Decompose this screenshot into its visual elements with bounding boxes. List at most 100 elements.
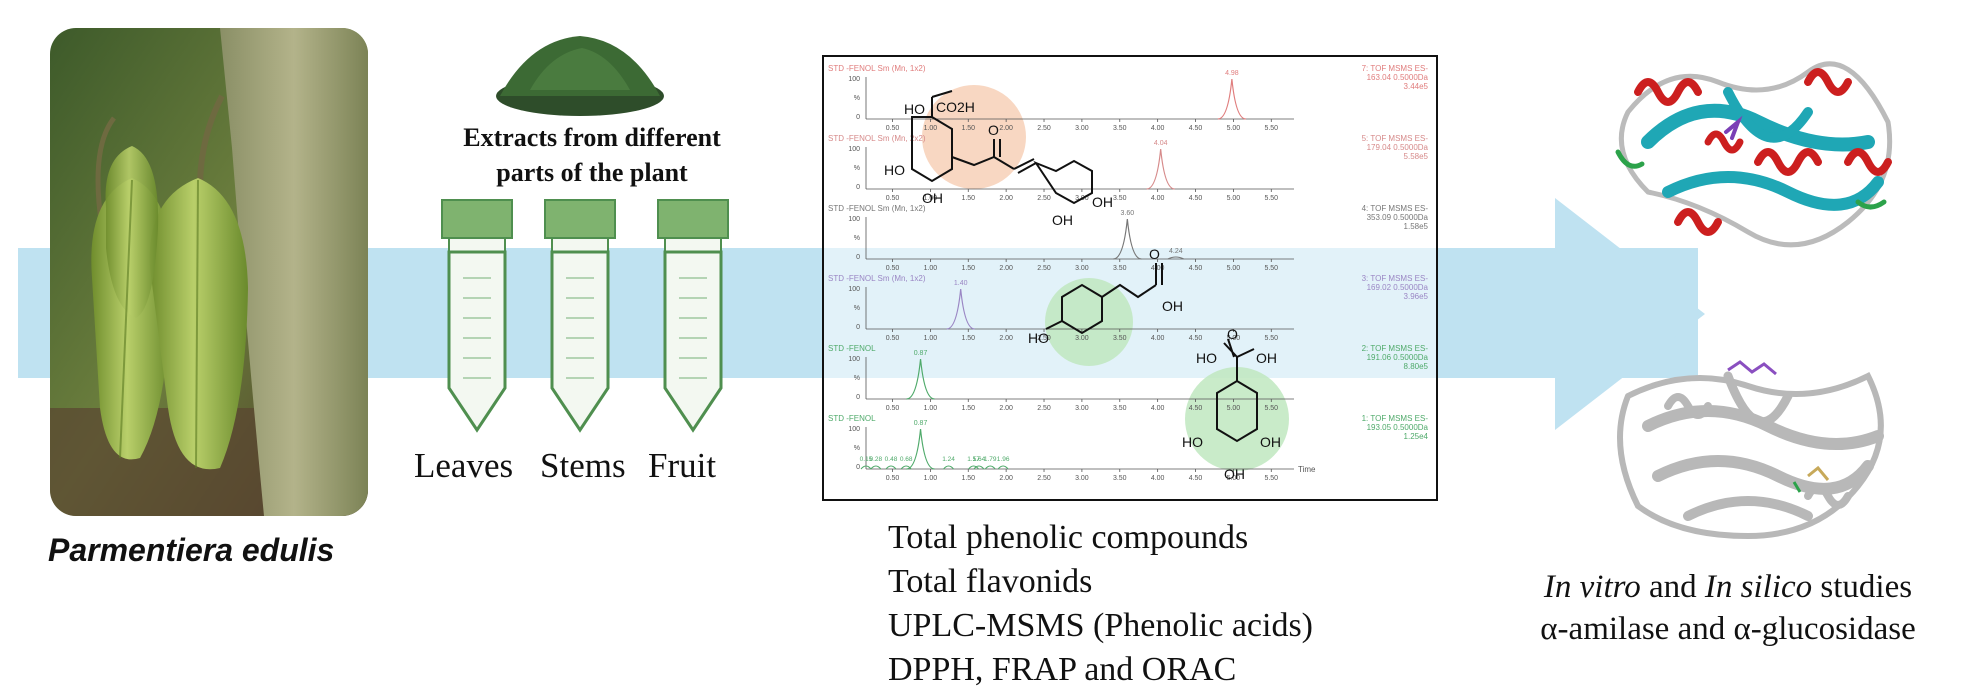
x-tick-label: 3.50 bbox=[1113, 335, 1127, 342]
mol-label-oh2: OH bbox=[1092, 194, 1113, 210]
x-tick-label: 1.50 bbox=[961, 195, 975, 202]
mol-label-oh7: OH bbox=[1224, 466, 1245, 482]
trace-peak bbox=[900, 465, 912, 470]
x-tick-label: 1.50 bbox=[961, 335, 975, 342]
trace-peak bbox=[860, 465, 872, 470]
analysis-item: Total flavonids bbox=[888, 563, 1093, 600]
x-tick-label: 3.50 bbox=[1113, 195, 1127, 202]
tube-icon bbox=[441, 199, 513, 433]
x-tick-label: 1.00 bbox=[924, 475, 938, 482]
peak-label: 4.04 bbox=[1154, 140, 1168, 147]
peak-label: 4.24 bbox=[1169, 248, 1183, 255]
x-tick-label: 2.50 bbox=[1037, 405, 1051, 412]
chromatogram-panel: STD -FENOL Sm (Mn, 1x2) 7: TOF MSMS ES-16… bbox=[822, 55, 1438, 501]
x-tick-label: 2.00 bbox=[999, 405, 1013, 412]
x-tick-label: 0.50 bbox=[886, 475, 900, 482]
x-tick-label: 4.00 bbox=[1151, 195, 1165, 202]
peak-label: 0.28 bbox=[870, 456, 883, 463]
peak-label: 0.68 bbox=[900, 456, 913, 463]
protein-structure-alpha-amylase-icon bbox=[1615, 61, 1893, 248]
in-vitro-text: In vitro bbox=[1543, 569, 1641, 605]
x-tick-label: 2.00 bbox=[999, 265, 1013, 272]
peak-label: 4.98 bbox=[1225, 70, 1239, 77]
x-axis-label: Time bbox=[1298, 465, 1316, 474]
x-tick-label: 3.50 bbox=[1113, 125, 1127, 132]
x-tick-label: 1.50 bbox=[961, 475, 975, 482]
mol-label-ho1: HO bbox=[904, 101, 925, 117]
mol-label-ho5: HO bbox=[1182, 434, 1203, 450]
x-tick-label: 5.00 bbox=[1227, 335, 1241, 342]
x-tick-label: 2.50 bbox=[1037, 125, 1051, 132]
trace-peak bbox=[1113, 218, 1142, 260]
analysis-item: Total phenolic compounds bbox=[888, 519, 1249, 556]
mol-label-co2h: CO2H bbox=[936, 99, 975, 115]
y-tick-label: % bbox=[854, 445, 860, 452]
trace-intensity: 1.58e5 bbox=[1404, 222, 1429, 231]
tube-icon bbox=[544, 199, 616, 433]
x-tick-label: 4.50 bbox=[1189, 125, 1203, 132]
y-tick-label: 0 bbox=[856, 114, 860, 121]
peak-label: 1.57 bbox=[967, 456, 980, 463]
x-tick-label: 2.50 bbox=[1037, 195, 1051, 202]
x-tick-label: 1.50 bbox=[961, 125, 975, 132]
y-tick-label: 0 bbox=[856, 184, 860, 191]
peak-label: 0.48 bbox=[885, 456, 898, 463]
trace-header: STD -FENOL Sm (Mn, 2x2) bbox=[828, 134, 926, 143]
trace-header: STD -FENOL Sm (Mn, 1x2) bbox=[828, 274, 926, 283]
extracts-title: Extracts from different parts of the pla… bbox=[432, 120, 752, 190]
mol-label-oh4: OH bbox=[1162, 298, 1183, 314]
x-tick-label: 5.00 bbox=[1227, 405, 1241, 412]
x-tick-label: 3.00 bbox=[1075, 125, 1089, 132]
trace-channel: 5: TOF MSMS ES- bbox=[1362, 134, 1429, 143]
trace-peak bbox=[946, 288, 975, 330]
trace-intensity: 5.58e5 bbox=[1404, 152, 1429, 161]
analyses-list: Total phenolic compounds Total flavonids… bbox=[888, 516, 1313, 692]
x-tick-label: 4.00 bbox=[1151, 335, 1165, 342]
x-tick-label: 5.50 bbox=[1264, 405, 1278, 412]
plant-photo bbox=[50, 28, 368, 516]
x-tick-label: 4.50 bbox=[1189, 405, 1203, 412]
trace-peak bbox=[973, 465, 985, 470]
x-tick-label: 5.50 bbox=[1264, 475, 1278, 482]
x-tick-label: 0.50 bbox=[886, 265, 900, 272]
x-tick-label: 0.50 bbox=[886, 125, 900, 132]
trace-mass: 163.04 0.5000Da bbox=[1367, 73, 1429, 82]
enzymes-line: α-amilase and α-glucosidase bbox=[1540, 611, 1916, 647]
x-tick-label: 1.00 bbox=[924, 405, 938, 412]
trace-peak bbox=[968, 465, 979, 470]
analysis-item: DPPH, FRAP and ORAC bbox=[888, 651, 1237, 688]
highlight-green-small bbox=[1045, 278, 1133, 366]
peak-label: 0.87 bbox=[914, 420, 928, 427]
flow-arrowhead bbox=[1555, 198, 1705, 430]
x-tick-label: 2.00 bbox=[999, 195, 1013, 202]
x-tick-label: 3.00 bbox=[1075, 405, 1089, 412]
peak-label: 1.96 bbox=[997, 456, 1010, 463]
y-tick-label: % bbox=[854, 95, 860, 102]
trace-channel: 7: TOF MSMS ES- bbox=[1362, 64, 1429, 73]
mol-label-ho2: HO bbox=[884, 162, 905, 178]
peak-label: 1.24 bbox=[942, 456, 955, 463]
in-silico-text: In silico bbox=[1704, 569, 1813, 605]
x-tick-label: 1.50 bbox=[961, 265, 975, 272]
trace-header: STD -FENOL bbox=[828, 344, 876, 353]
y-tick-label: % bbox=[854, 165, 860, 172]
y-tick-label: % bbox=[854, 305, 860, 312]
x-tick-label: 3.50 bbox=[1113, 265, 1127, 272]
x-tick-label: 3.00 bbox=[1075, 265, 1089, 272]
mol-label-ho3: HO bbox=[1028, 330, 1049, 346]
x-tick-label: 0.50 bbox=[886, 405, 900, 412]
x-tick-label: 4.50 bbox=[1189, 195, 1203, 202]
x-tick-label: 3.00 bbox=[1075, 335, 1089, 342]
x-tick-label: 5.50 bbox=[1264, 195, 1278, 202]
x-tick-label: 3.50 bbox=[1113, 405, 1127, 412]
x-tick-label: 2.00 bbox=[999, 475, 1013, 482]
y-tick-label: % bbox=[854, 375, 860, 382]
tube-stems bbox=[544, 198, 616, 439]
extracts-title-line1: Extracts from different bbox=[463, 123, 721, 152]
y-tick-label: 0 bbox=[856, 254, 860, 261]
trace-peak bbox=[1146, 148, 1175, 190]
y-tick-label: 100 bbox=[848, 76, 860, 83]
x-tick-label: 3.50 bbox=[1113, 475, 1127, 482]
mol-label-oh1: OH bbox=[922, 190, 943, 206]
tube-leaves bbox=[441, 198, 513, 439]
